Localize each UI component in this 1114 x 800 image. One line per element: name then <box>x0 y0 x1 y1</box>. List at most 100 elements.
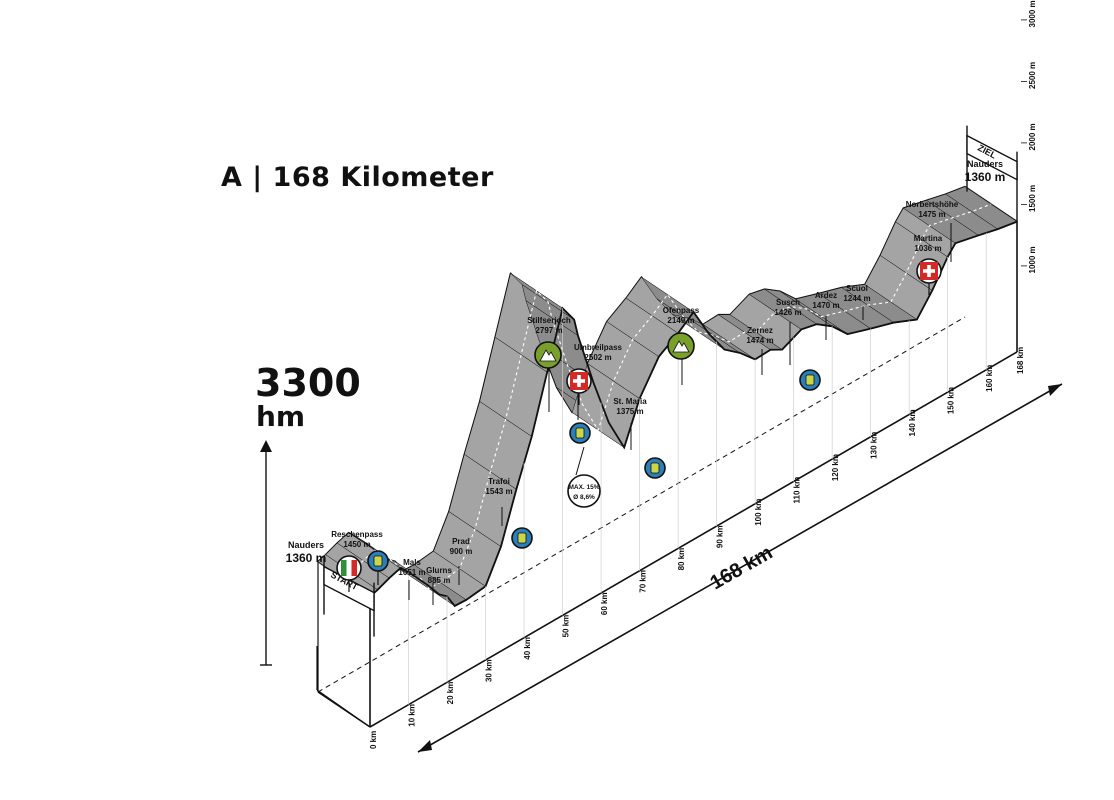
elevation-gain-unit: hm <box>256 400 306 433</box>
gradient-badge: MAX. 15%Ø 8,6% <box>567 446 601 508</box>
km-tick-label: 110 km <box>793 477 802 504</box>
altitude-tick-label: 2000 m <box>1028 123 1037 150</box>
profile-title: A | 168 Kilometer <box>221 162 494 193</box>
waypoint-name: Glurns <box>426 566 452 575</box>
profile-front-edge <box>369 220 1018 608</box>
km-tick-label: 130 km <box>870 432 879 459</box>
waypoint-name: Norbertshöhe <box>906 200 959 209</box>
waypoint-name: Ardez <box>815 291 837 300</box>
waypoint-elevation: 1036 m <box>914 244 941 253</box>
flag-band <box>346 560 352 576</box>
waypoint-name: Reschenpass <box>331 530 383 539</box>
km-tick-label: 150 km <box>947 387 956 414</box>
start-ground-edge <box>316 689 371 728</box>
waypoint-elevation: 1450 m <box>343 540 370 549</box>
waypoint-elevation: 1543 m <box>485 487 512 496</box>
distance-arrow-head <box>1048 384 1062 396</box>
waypoint-elevation: 1244 m <box>843 294 870 303</box>
back-base-line <box>317 316 966 693</box>
waypoint-name: Trafoi <box>488 477 510 486</box>
waypoint-elevation: 1474 m <box>746 336 773 345</box>
italy-flag-icon <box>336 555 362 592</box>
mountain-icon <box>667 332 695 360</box>
waypoint-elevation: 1470 m <box>812 301 839 310</box>
flag-band <box>341 560 347 576</box>
timing-point-icon <box>569 422 591 444</box>
waypoint-elevation: 900 m <box>450 547 473 556</box>
distance-arrow-head <box>418 740 432 752</box>
waypoint-name: Zernez <box>747 326 773 335</box>
finish-banner-cloth <box>966 134 1018 181</box>
km-tick-label: 90 km <box>716 525 725 548</box>
km-tick-label: 50 km <box>562 615 571 638</box>
km-tick-label: 70 km <box>639 570 648 593</box>
badge-avg-gradient: Ø 8,6% <box>573 494 595 501</box>
icon-glyph <box>373 555 383 567</box>
waypoint-name: Martina <box>914 234 943 243</box>
swiss-flag-icon <box>566 368 592 405</box>
km-tick-label: 40 km <box>523 637 532 660</box>
altitude-tick-label: 1500 m <box>1028 185 1037 212</box>
total-distance-label: 168 km <box>707 542 777 595</box>
icon-glyph <box>805 374 815 386</box>
mountain-icon <box>534 341 562 369</box>
waypoint-elevation: 1360 m <box>286 551 327 565</box>
waypoint-elevation: 2797 m <box>535 326 562 335</box>
flag-cross <box>923 269 935 273</box>
icon-glyph <box>539 349 557 362</box>
waypoint-elevation: 2149 m <box>667 316 694 325</box>
waypoint-name: Nauders <box>967 159 1003 169</box>
km-tick-label: 60 km <box>600 592 609 615</box>
flag-band <box>351 560 357 576</box>
badge-ring <box>567 474 601 508</box>
altitude-tick-label: 3000 m <box>1028 0 1037 27</box>
timing-point-icon <box>644 457 666 479</box>
waypoint-elevation: 1051 m <box>398 568 425 577</box>
timing-point-icon <box>511 527 533 549</box>
waypoint-elevation: 2502 m <box>584 353 611 362</box>
km-tick-label: 100 km <box>754 499 763 526</box>
waypoint-elevation: 1475 m <box>918 210 945 219</box>
km-tick-label: 168 km <box>1016 347 1025 374</box>
elevation-arrow-head <box>260 440 272 452</box>
km-tick-label: 160 km <box>985 365 994 392</box>
altitude-tick-label: 2500 m <box>1028 62 1037 89</box>
km-tick-label: 0 km <box>369 731 378 749</box>
waypoint-name: Scuol <box>846 284 868 293</box>
waypoint-elevation: 1426 m <box>774 308 801 317</box>
icon-glyph <box>517 532 527 544</box>
km-tick-label: 140 km <box>908 409 917 436</box>
road-centre-line <box>343 203 992 590</box>
waypoint-elevation: 1375 m <box>616 407 643 416</box>
icon-glyph <box>575 427 585 439</box>
waypoint-name: Mals <box>403 558 421 567</box>
distance-arrow-line <box>417 383 1063 753</box>
elevation-gain-value: 3300 <box>255 361 361 405</box>
waypoint-name: Ofenpass <box>663 306 700 315</box>
waypoint-name: Nauders <box>288 540 324 550</box>
waypoint-name: Umbreilpass <box>574 343 623 352</box>
waypoint-name: Susch <box>776 298 800 307</box>
timing-point-icon <box>367 550 389 585</box>
altitude-tick-label: 1000 m <box>1028 246 1037 273</box>
icon-glyph <box>672 340 690 353</box>
waypoint-elevation: 1360 m <box>965 170 1006 184</box>
waypoint-elevation: 885 m <box>428 576 451 585</box>
km-tick-label: 20 km <box>446 682 455 705</box>
